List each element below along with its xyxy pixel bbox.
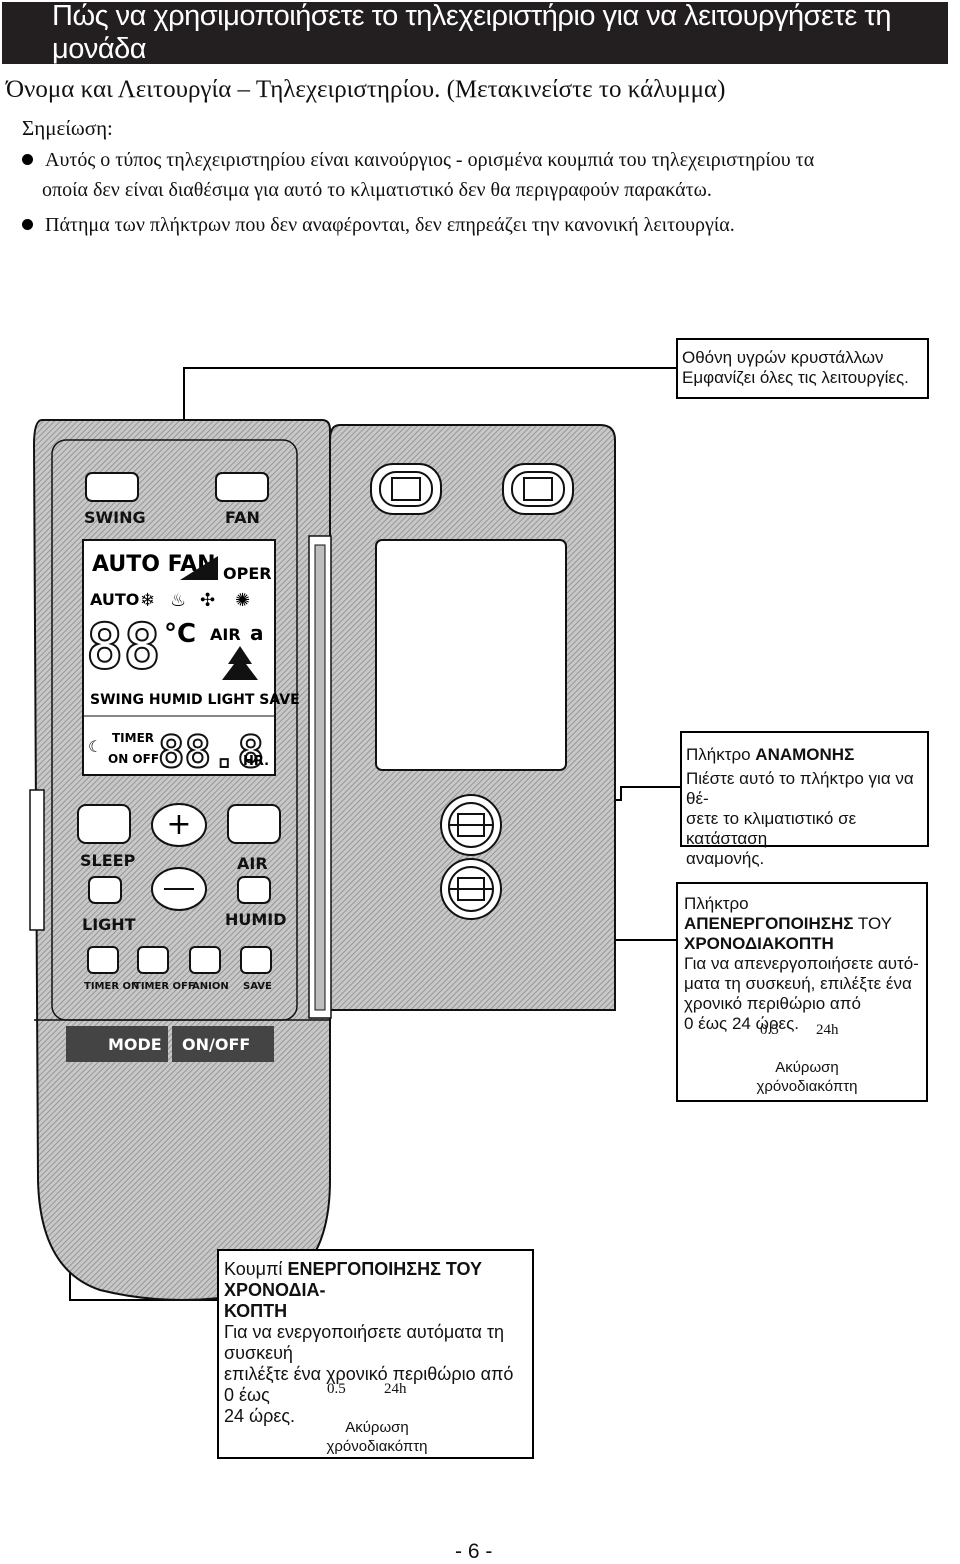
lcd-temperature: 88 bbox=[86, 610, 161, 683]
timer-off-range-start: 0.5 bbox=[760, 1022, 779, 1038]
note-bullet-2: Πάτημα των πλήκτρων που δεν αναφέρονται,… bbox=[22, 210, 735, 240]
fan-speed-icon bbox=[180, 556, 218, 580]
standby-callout: Πλήκτρο ΑΝΑΜΟΝΗΣ Πιέστε αυτό το πλήκτρο … bbox=[680, 731, 929, 868]
temp-up-button[interactable] bbox=[151, 803, 207, 847]
lcd-timer: TIMER bbox=[112, 731, 154, 745]
timer-off-label: TIMER OFF bbox=[134, 981, 195, 992]
timer-on-callout: Κουμπί ΕΝΕΡΓΟΠΟΙΗΣΗΣ ΤΟΥ ΧΡΟΝΟΔΙΑ- ΚΟΠΤΗ… bbox=[217, 1249, 534, 1459]
sun-icon: ✺ bbox=[235, 590, 250, 611]
snowflake-icon: ❄ bbox=[140, 590, 155, 611]
timer-off-range-end: 24h bbox=[816, 1022, 839, 1038]
timer-off-button[interactable] bbox=[137, 946, 169, 974]
humid-button[interactable] bbox=[237, 876, 271, 904]
lcd-air: AIR bbox=[210, 625, 241, 644]
bullet-dot-icon bbox=[22, 153, 33, 165]
timer-on-cancel: Ακύρωση χρόνοδιακόπτη bbox=[322, 1418, 432, 1456]
lcd-hr: HR. bbox=[243, 754, 269, 769]
timer-on-title2: ΚΟΠΤΗ bbox=[224, 1301, 288, 1321]
anion-button[interactable] bbox=[189, 946, 221, 974]
standby-body-2: σετε το κλιματιστικό σε κατάσταση bbox=[686, 809, 857, 848]
lcd-auto: AUTO bbox=[90, 590, 139, 609]
cover-top-button-left[interactable] bbox=[370, 463, 442, 515]
timer-off-cancel: Ακύρωση χρόνοδιακόπτη bbox=[752, 1058, 862, 1096]
section-subtitle: Όνομα και Λειτουργία – Τηλεχειριστηρίου.… bbox=[6, 76, 726, 103]
page-number: - 6 - bbox=[455, 1540, 493, 1563]
timer-off-body-2: ματα τη συσκευή, επιλέξτε ένα bbox=[684, 974, 912, 993]
onoff-button[interactable] bbox=[172, 1026, 274, 1062]
cover-round-button-upper[interactable] bbox=[440, 794, 502, 856]
lcd-clock: 88.8 bbox=[158, 727, 264, 778]
dry-mode-icon: ♨ bbox=[170, 590, 186, 611]
fan-mode-icon: ✣ bbox=[200, 590, 215, 611]
timer-off-cancel-line2: χρόνοδιακόπτη bbox=[756, 1078, 858, 1095]
lcd-on-off: ON OFF bbox=[108, 752, 159, 766]
timer-off-title2: ΧΡΟΝΟΔΙΑΚΟΠΤΗ bbox=[684, 934, 834, 953]
mode-button[interactable] bbox=[66, 1026, 168, 1062]
save-label: SAVE bbox=[243, 981, 272, 992]
fan-button[interactable] bbox=[215, 472, 269, 502]
plus-icon: + bbox=[166, 807, 191, 842]
humid-label: HUMID bbox=[225, 910, 287, 929]
lcd-display: AUTO FAN OPER AUTO ❄ ♨ ✣ ✺ 88 °C AIR a S… bbox=[82, 539, 300, 779]
standby-body-1: Πιέστε αυτό το πλήκτρο για να θέ- bbox=[686, 769, 914, 808]
page-title: Πώς να χρησιμοποιήσετε το τηλεχειριστήρι… bbox=[2, 0, 948, 65]
cover-top-button-right[interactable] bbox=[502, 463, 574, 515]
timer-on-range-end: 24h bbox=[384, 1381, 407, 1397]
note-label: Σημείωση: bbox=[22, 116, 113, 140]
timer-off-cancel-line1: Ακύρωση bbox=[775, 1059, 839, 1076]
note-bullet-1: Αυτός ο τύπος τηλεχειριστηρίου είναι και… bbox=[22, 145, 958, 205]
bullet-dot-icon bbox=[22, 218, 33, 230]
timer-on-prefix: Κουμπί bbox=[224, 1259, 288, 1279]
standby-button[interactable] bbox=[77, 804, 131, 844]
air-button[interactable] bbox=[227, 804, 281, 844]
lcd-temp-unit: °C bbox=[164, 619, 196, 649]
lcd-function-row: SWING HUMID LIGHT SAVE bbox=[90, 692, 300, 708]
bullet-1-line2: οποία δεν είναι διαθέσιμα για αυτό το κλ… bbox=[42, 179, 712, 201]
timer-on-body-1: Για να ενεργοποιήσετε αυτόματα τη συσκευ… bbox=[224, 1322, 504, 1363]
light-label: LIGHT bbox=[82, 915, 136, 934]
air-label: AIR bbox=[237, 854, 268, 873]
swing-button[interactable] bbox=[85, 472, 139, 502]
fan-label: FAN bbox=[225, 508, 260, 527]
timer-off-title: ΑΠΕΝΕΡΓΟΠΟΙΗΣΗΣ bbox=[684, 914, 854, 933]
save-button[interactable] bbox=[240, 946, 272, 974]
timer-on-cancel-line1: Ακύρωση bbox=[345, 1419, 409, 1436]
swing-label: SWING bbox=[84, 508, 146, 527]
bullet-2-line1: Πάτημα των πλήκτρων που δεν αναφέρονται,… bbox=[45, 214, 735, 236]
timer-off-body-1: Για να απενεργοποιήσετε αυτό- bbox=[684, 954, 919, 973]
mode-label: MODE bbox=[108, 1035, 162, 1054]
remote-cover bbox=[308, 424, 616, 1019]
timer-off-callout: Πλήκτρο ΑΠΕΝΕΡΓΟΠΟΙΗΣΗΣ ΤΟΥ ΧΡΟΝΟΔΙΑΚΟΠΤ… bbox=[676, 882, 928, 1102]
anion-label: ANION bbox=[192, 981, 229, 992]
standby-prefix: Πλήκτρο bbox=[686, 745, 756, 764]
standby-body-3: αναμονής. bbox=[686, 849, 765, 868]
lcd-oper: OPER bbox=[223, 564, 272, 583]
lcd-callout: Οθόνη υγρών κρυστάλλων Εμφανίζει όλες τι… bbox=[676, 338, 929, 399]
tree-icon bbox=[222, 646, 258, 680]
timer-on-button[interactable] bbox=[87, 946, 119, 974]
timer-on-body-2: επιλέξτε ένα χρονικό περιθώριο από 0 έως bbox=[224, 1364, 514, 1405]
cover-round-button-lower[interactable] bbox=[440, 858, 502, 920]
lcd-air-level: a bbox=[250, 621, 264, 645]
sleep-button[interactable] bbox=[88, 876, 122, 904]
timer-off-suffix: ΤΟΥ bbox=[853, 914, 892, 933]
timer-off-body-3: χρονικό περιθώριο από bbox=[684, 994, 861, 1013]
timer-on-label: TIMER ON bbox=[84, 981, 139, 992]
timer-on-title: ΕΝΕΡΓΟΠΟΙΗΣΗΣ ΤΟΥ ΧΡΟΝΟΔΙΑ- bbox=[224, 1259, 483, 1300]
timer-on-body-3: 24 ώρες. bbox=[224, 1406, 296, 1426]
timer-off-body-4: 0 έως 24 ώρες. bbox=[684, 1014, 800, 1033]
moon-icon: ☾ bbox=[88, 737, 102, 756]
sleep-label: SLEEP bbox=[80, 851, 136, 870]
timer-on-cancel-line2: χρόνοδιακόπτη bbox=[326, 1438, 428, 1455]
lcd-callout-line1: Οθόνη υγρών κρυστάλλων bbox=[682, 348, 884, 367]
standby-title: ΑΝΑΜΟΝΗΣ bbox=[755, 745, 855, 764]
timer-off-prefix: Πλήκτρο bbox=[684, 894, 749, 913]
timer-on-range-start: 0.5 bbox=[327, 1381, 346, 1397]
bullet-1-line1: Αυτός ο τύπος τηλεχειριστηρίου είναι και… bbox=[45, 149, 815, 171]
onoff-label: ON/OFF bbox=[182, 1035, 250, 1054]
lcd-callout-line2: Εμφανίζει όλες τις λειτουργίες. bbox=[682, 368, 909, 387]
